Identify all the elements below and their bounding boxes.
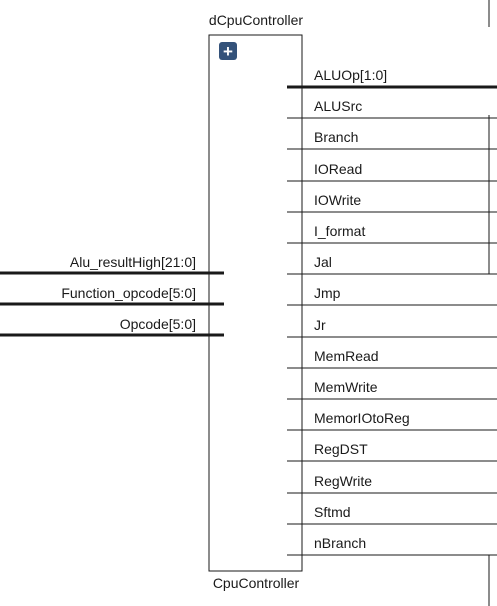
expand-button-symbol: + <box>223 42 233 61</box>
output-port-label: Branch <box>314 129 358 145</box>
output-port-branch[interactable]: Branch <box>287 129 497 150</box>
plus-icon <box>219 42 237 60</box>
output-port-i-format[interactable]: I_format <box>287 223 497 244</box>
output-port-jal[interactable]: Jal <box>287 254 497 275</box>
output-port-regdst[interactable]: RegDST <box>287 441 497 462</box>
input-port-function-opcode[interactable]: Function_opcode[5:0] <box>0 285 224 306</box>
output-port-label: ALUOp[1:0] <box>314 67 387 83</box>
output-port-memoriotoreg[interactable]: MemorIOtoReg <box>287 410 497 431</box>
input-port-label: Opcode[5:0] <box>120 316 196 332</box>
output-port-aluop[interactable]: ALUOp[1:0] <box>287 67 497 89</box>
module-body[interactable] <box>208 34 303 572</box>
input-ports: Alu_resultHigh[21:0] Function_opcode[5:0]… <box>0 254 224 337</box>
output-port-sftmd[interactable]: Sftmd <box>287 504 497 525</box>
input-port-label: Alu_resultHigh[21:0] <box>70 254 196 270</box>
output-port-iowrite[interactable]: IOWrite <box>287 192 497 213</box>
output-ports: ALUOp[1:0] ALUSrcBranchIOReadIOWriteI_for… <box>287 67 497 556</box>
output-port-label: RegWrite <box>314 473 372 489</box>
output-port-label: nBranch <box>314 535 366 551</box>
output-port-label: MemRead <box>314 348 379 364</box>
output-port-jr[interactable]: Jr <box>287 317 497 338</box>
instance-name-label: dCpuController <box>209 12 303 28</box>
output-port-alusrc[interactable]: ALUSrc <box>287 98 497 119</box>
output-port-label: MemWrite <box>314 379 378 395</box>
module-name-label: CpuController <box>213 575 300 591</box>
input-port-alu-resulthigh[interactable]: Alu_resultHigh[21:0] <box>0 254 224 275</box>
output-port-label: Jal <box>314 254 332 270</box>
output-port-label: Sftmd <box>314 504 351 520</box>
input-port-opcode[interactable]: Opcode[5:0] <box>0 316 224 337</box>
output-port-label: IOWrite <box>314 192 361 208</box>
output-port-label: Jmp <box>314 285 341 301</box>
output-port-ioread[interactable]: IORead <box>287 161 497 182</box>
output-port-label: I_format <box>314 223 365 239</box>
output-port-label: IORead <box>314 161 362 177</box>
expand-button[interactable]: + <box>219 42 237 61</box>
output-port-memwrite[interactable]: MemWrite <box>287 379 497 400</box>
output-port-jmp[interactable]: Jmp <box>287 285 497 306</box>
output-port-regwrite[interactable]: RegWrite <box>287 473 497 494</box>
output-port-label: MemorIOtoReg <box>314 410 410 426</box>
output-port-label: RegDST <box>314 441 368 457</box>
input-port-label: Function_opcode[5:0] <box>61 285 196 301</box>
output-port-label: Jr <box>314 317 326 333</box>
output-port-memread[interactable]: MemRead <box>287 348 497 369</box>
output-port-label: ALUSrc <box>314 98 362 114</box>
output-port-nbranch[interactable]: nBranch <box>287 535 497 556</box>
